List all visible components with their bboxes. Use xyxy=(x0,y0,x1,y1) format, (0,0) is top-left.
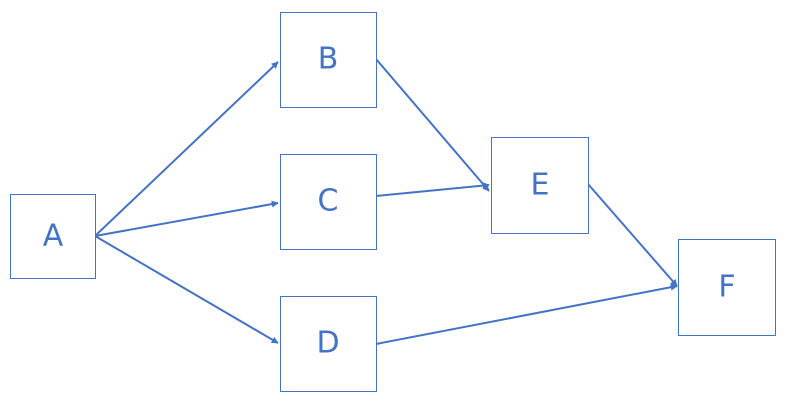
edge-e-to-f xyxy=(587,183,678,287)
node-f-label: F xyxy=(718,270,735,305)
node-c: C xyxy=(280,154,377,250)
node-d: D xyxy=(280,296,377,392)
node-a-label: A xyxy=(43,219,64,254)
node-d-box xyxy=(280,296,377,392)
edge-a-to-d xyxy=(94,235,279,344)
node-e-box xyxy=(491,137,589,234)
node-e: E xyxy=(491,137,589,234)
edge-c-to-e xyxy=(375,182,490,197)
node-f: F xyxy=(678,239,776,336)
node-c-label: C xyxy=(318,184,339,219)
node-d-label: D xyxy=(316,326,339,361)
edge-a-to-c xyxy=(94,200,279,237)
edges xyxy=(94,58,678,345)
edge-a-to-b xyxy=(94,61,279,237)
node-f-box xyxy=(678,239,776,336)
node-c-box xyxy=(280,154,377,250)
edge-d-to-f xyxy=(375,283,678,345)
node-a-box xyxy=(10,194,96,279)
node-b: B xyxy=(280,12,377,108)
edge-b-to-e xyxy=(375,58,490,192)
node-b-box xyxy=(280,12,377,108)
node-a: A xyxy=(10,194,96,279)
node-b-label: B xyxy=(318,42,339,77)
node-e-label: E xyxy=(531,168,550,203)
